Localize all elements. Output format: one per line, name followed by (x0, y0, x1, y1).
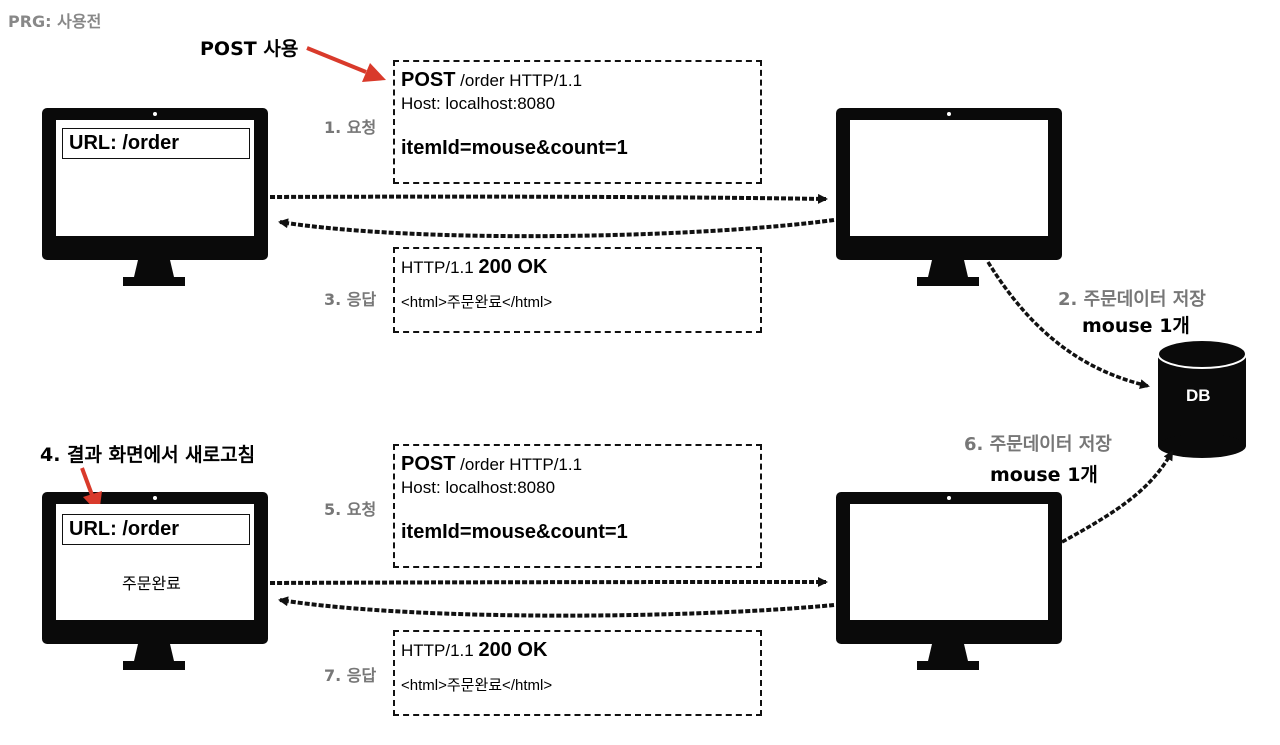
database-icon (1157, 339, 1247, 458)
request-arrow-top (269, 193, 828, 204)
response-arrow-bottom (278, 596, 835, 618)
request-line: POST /order HTTP/1.1 (401, 68, 754, 93)
save-arrow-top (986, 261, 1150, 390)
request-line: POST /order HTTP/1.1 (401, 452, 754, 477)
client-screen-bottom: URL: /order 주문완료 (56, 504, 254, 620)
post-used-note: POST 사용 (200, 38, 299, 60)
response-message-bottom: HTTP/1.1 200 OK <html>주문완료</html> (393, 630, 762, 716)
page-title: PRG: 사용전 (8, 12, 102, 31)
request-body: itemId=mouse&count=1 (401, 521, 628, 544)
response-body: <html>주문완료</html> (401, 294, 553, 311)
server-screen-top (850, 120, 1048, 236)
http-method: POST (401, 69, 456, 91)
response-body: <html>주문완료</html> (401, 677, 553, 694)
post-annotation-arrow (306, 46, 386, 82)
refresh-note: 4. 결과 화면에서 새로고침 (40, 444, 256, 466)
client-screen-top: URL: /order (56, 120, 254, 236)
host-header: Host: localhost:8080 (401, 94, 556, 113)
request-body: itemId=mouse&count=1 (401, 137, 628, 160)
http-method: POST (401, 453, 456, 475)
request-arrow-bottom (269, 577, 828, 588)
step-6-label: 6. 주문데이터 저장 (964, 434, 1112, 455)
status-code: 200 OK (478, 256, 548, 278)
host-header: Host: localhost:8080 (401, 478, 556, 497)
request-message-bottom: POST /order HTTP/1.1 Host: localhost:808… (393, 444, 762, 568)
url-bar[interactable]: URL: /order (62, 514, 250, 545)
request-message-top: POST /order HTTP/1.1 Host: localhost:808… (393, 60, 762, 184)
save-arrow-bottom (1061, 450, 1174, 544)
step-2-detail: mouse 1개 (1082, 315, 1190, 337)
step-7-label: 7. 응답 (324, 666, 377, 685)
request-path: /order HTTP/1.1 (455, 455, 583, 474)
status-code: 200 OK (478, 639, 548, 661)
response-arrow-top (278, 218, 835, 239)
order-complete-text: 주문완료 (122, 574, 181, 593)
step-6-detail: mouse 1개 (990, 464, 1098, 486)
status-line: HTTP/1.1 200 OK (401, 255, 754, 280)
step-5-label: 5. 요청 (324, 500, 377, 519)
step-3-label: 3. 응답 (324, 290, 377, 309)
step-2-label: 2. 주문데이터 저장 (1058, 289, 1206, 310)
status-line: HTTP/1.1 200 OK (401, 638, 754, 663)
request-path: /order HTTP/1.1 (455, 71, 583, 90)
response-message-top: HTTP/1.1 200 OK <html>주문완료</html> (393, 247, 762, 333)
http-version: HTTP/1.1 (401, 258, 479, 277)
url-bar[interactable]: URL: /order (62, 128, 250, 159)
step-1-label: 1. 요청 (324, 118, 377, 137)
server-screen-bottom (850, 504, 1048, 620)
db-label: DB (1186, 386, 1211, 405)
http-version: HTTP/1.1 (401, 641, 479, 660)
